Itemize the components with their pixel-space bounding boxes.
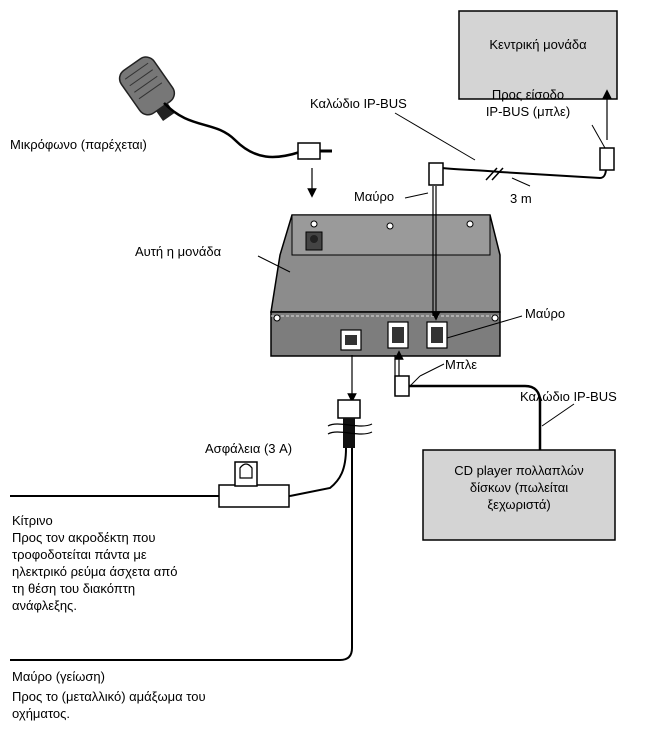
cd-player-line-3: ξεχωριστά) [487,497,551,512]
ipbus-cable-bottom [394,375,542,450]
cable-length-label: 3 m [510,191,532,206]
fuse-label: Ασφάλεια (3 A) [205,441,293,456]
yellow-desc-line-2: τροφοδοτείται πάντα με [12,547,147,562]
ground-desc-line-2: οχήματος. [12,706,70,721]
this-unit [270,214,501,357]
ground-wire-title: Μαύρο (γείωση) [12,669,105,684]
power-cable [10,355,373,661]
yellow-desc-line-5: ανάφλεξης. [12,598,77,613]
yellow-wire-note: Κίτρινο Προς τον ακροδέκτη που τροφοδοτε… [12,512,178,614]
yellow-desc-line-1: Προς τον ακροδέκτη που [12,530,156,545]
main-unit-box [458,10,618,100]
cd-player-line-1: CD player πολλαπλών [454,463,584,478]
black-connector-right-label: Μαύρο [525,306,566,321]
cd-player-line-2: δίσκων (πωλείται [469,480,569,495]
ipbus-input-label: Προς είσοδο IP-BUS (μπλε) [458,86,598,120]
ground-desc-line-1: Προς το (μεταλλικό) αμάξωμα του [12,689,206,704]
blue-label: Μπλε [445,357,478,372]
cd-player-label: CD player πολλαπλών δίσκων (πωλείται ξεχ… [423,462,615,513]
ipbus-cable-bottom-label: Καλώδιο IP-BUS [520,389,617,404]
this-unit-label: Αυτή η μονάδα [135,244,222,259]
ground-wire-note: Μαύρο (γείωση) Προς το (μεταλλικό) αμάξω… [12,668,206,722]
black-connector-top-label: Μαύρο [354,189,395,204]
ipbus-cable-top-label: Καλώδιο IP-BUS [310,96,407,111]
main-unit-label: Κεντρική μονάδα [489,37,587,52]
ipbus-input-line-2: IP-BUS (μπλε) [485,104,571,119]
fuse-icon [218,461,290,508]
ipbus-input-line-1: Προς είσοδο [491,87,565,102]
yellow-wire-title: Κίτρινο [12,513,53,528]
microphone-icon [118,56,332,160]
yellow-desc-line-4: τη θέση του διακόπτη [12,581,136,596]
yellow-desc-line-3: ηλεκτρικό ρεύμα άσχετα από [12,564,178,579]
ipbus-cable-top [428,147,615,186]
cd-player-box [422,449,616,541]
microphone-label: Μικρόφωνο (παρέχεται) [10,137,147,152]
